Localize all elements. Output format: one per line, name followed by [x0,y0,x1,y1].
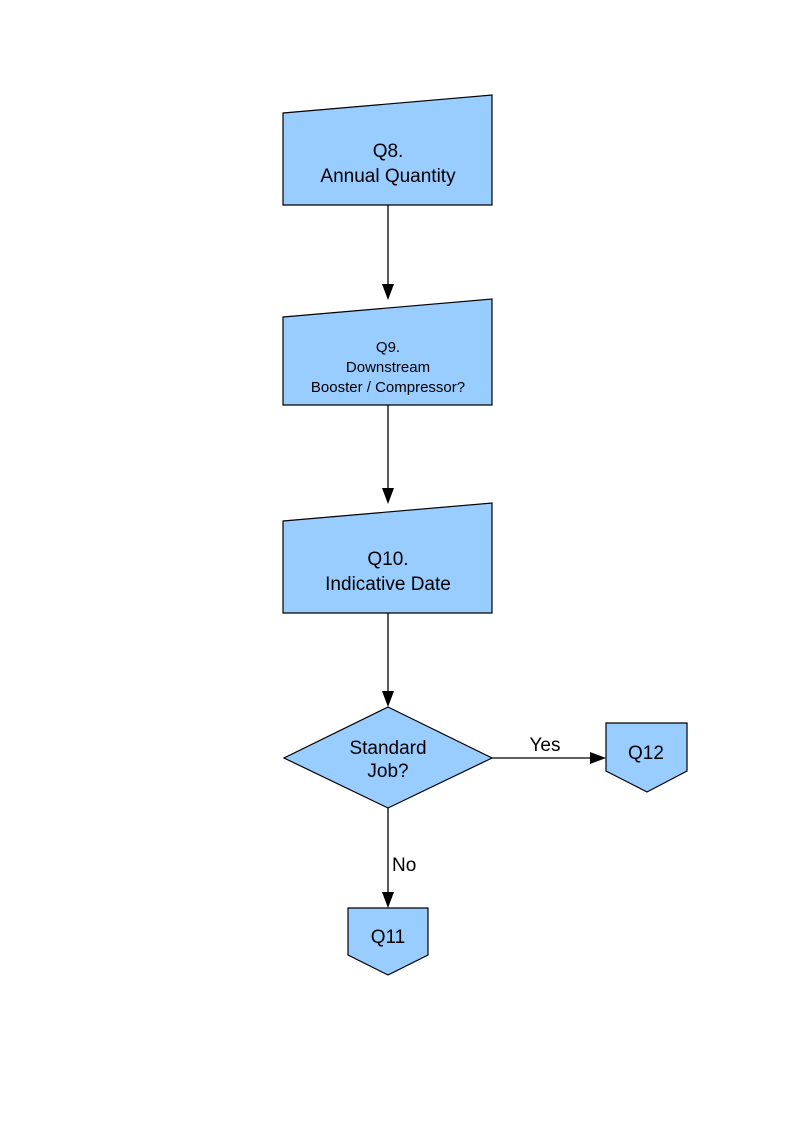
edge-decision-q12: Yes [492,735,606,764]
edge-q10-decision-arrowhead [382,691,394,707]
q11-shape-off-page-connector[interactable] [347,907,429,976]
q10-label-line1: Q10. [367,549,408,570]
node-q10[interactable]: Q10. Indicative Date [282,502,493,614]
edge-q9-q10-arrowhead [382,488,394,504]
edge-q8-q9-arrowhead [382,284,394,300]
edge-decision-q12-arrowhead [590,752,606,764]
edge-label-no: No [392,855,416,876]
q9-label-line1: Q9. [376,339,400,356]
node-q9[interactable]: Q9. Downstream Booster / Compressor? [282,298,493,406]
edge-decision-q11-arrowhead [382,892,394,908]
edge-q10-decision [382,613,394,707]
node-q12[interactable]: Q12 [605,722,688,793]
q10-label-line2: Indicative Date [325,574,451,595]
q8-label-line2: Annual Quantity [320,166,456,187]
node-decision-standard-job[interactable]: Standard Job? [282,706,494,809]
q8-shape-data-input[interactable] [282,94,493,206]
q9-shape-data-input[interactable] [282,298,493,406]
q11-label: Q11 [371,927,406,948]
edge-q9-q10 [382,405,394,504]
q9-label-line3: Booster / Compressor? [311,379,465,396]
edge-q8-q9 [382,205,394,300]
q12-shape-off-page-connector[interactable] [605,722,688,793]
node-q8[interactable]: Q8. Annual Quantity [282,94,493,206]
decision-label-line1: Standard [349,738,426,759]
q9-label-line2: Downstream [346,359,430,376]
q10-shape-data-input[interactable] [282,502,493,614]
node-q11[interactable]: Q11 [347,907,429,976]
q8-label-line1: Q8. [373,141,404,162]
decision-label-line2: Job? [367,761,408,782]
edge-label-yes: Yes [530,735,561,756]
q12-label: Q12 [628,743,664,764]
edge-decision-q11: No [382,808,416,908]
